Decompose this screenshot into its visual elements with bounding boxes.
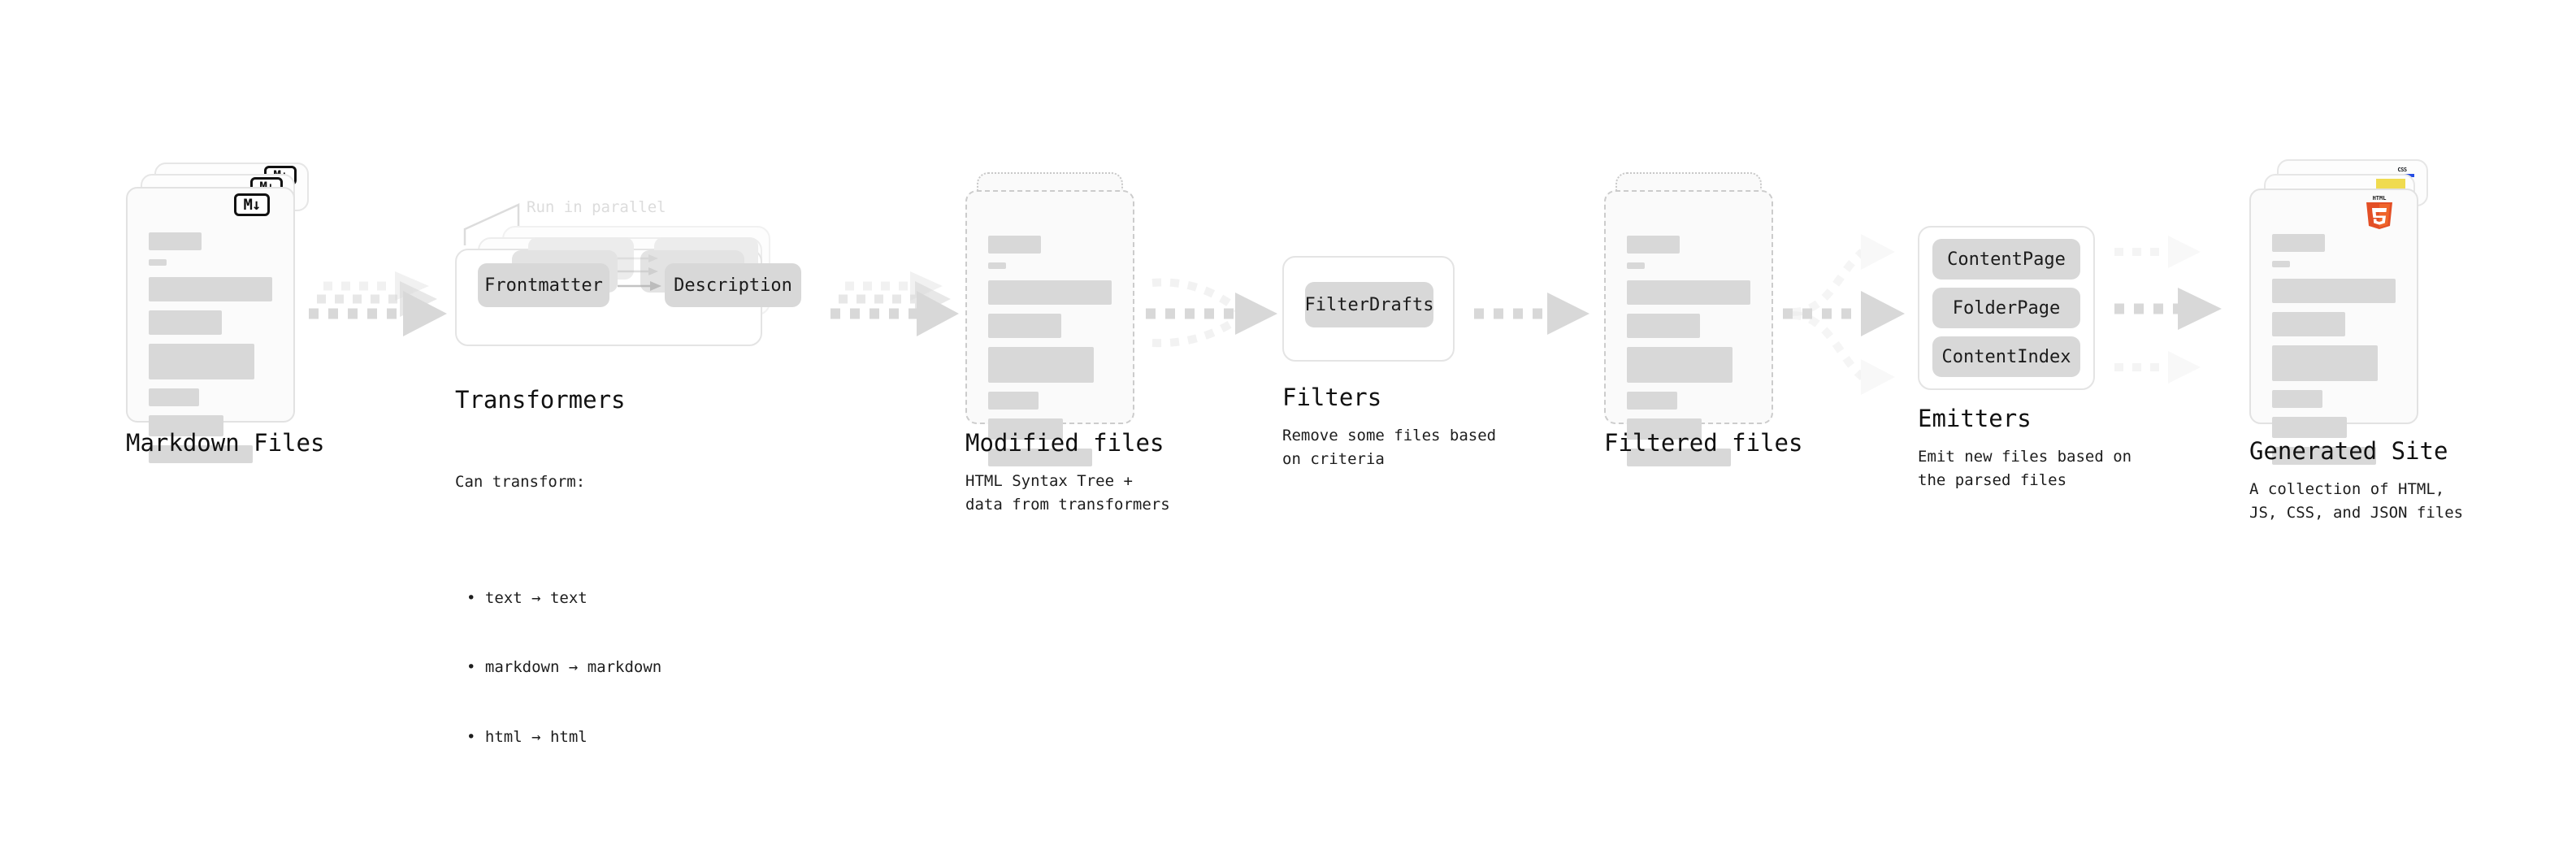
modified-files-description: HTML Syntax Tree + data from transformer… <box>965 472 1170 514</box>
arrow-single-dashed <box>1474 293 1589 335</box>
filtered-files-stack <box>1604 172 1791 466</box>
arrow-triple-dashed-1 <box>309 271 447 336</box>
filters-group: FilterDrafts <box>1282 256 1461 362</box>
site-content-placeholder <box>2272 234 2396 465</box>
modified-files-title: Modified files <box>965 429 1164 457</box>
run-in-parallel-bracket <box>463 203 520 245</box>
flow-transformers-to-modified <box>830 268 969 358</box>
markdown-card-front <box>126 187 295 463</box>
filtered-files-title: Filtered files <box>1604 429 1803 457</box>
modified-card-front <box>965 190 1134 466</box>
arrow-three-parallel <box>2114 236 2222 384</box>
filtered-card-front <box>1604 190 1773 466</box>
arrow-diverging-three <box>1783 234 1905 395</box>
emitters-description: Emit new files based on the parsed files <box>1918 448 2132 489</box>
chip-filterdrafts[interactable]: FilterDrafts <box>1305 282 1433 327</box>
transformers-bullet-2: markdown → markdown <box>466 656 661 679</box>
flow-emitters-to-site <box>2113 229 2243 392</box>
chip-description[interactable]: Description <box>665 263 801 307</box>
flow-modified-to-filters <box>1144 268 1290 358</box>
chip-frontmatter[interactable]: Frontmatter <box>478 263 609 307</box>
transformers-group: Run in parallel Frontmatter <box>455 195 821 358</box>
html5-icon: HTML <box>2363 193 2396 231</box>
emitters-group: ContentPage FolderPage ContentIndex <box>1918 226 2105 390</box>
arrow-converging <box>1146 278 1277 348</box>
transformers-intro: Can transform: <box>455 473 586 491</box>
modified-files-stack <box>965 172 1152 466</box>
markdown-icon: M↓ <box>234 193 270 216</box>
markdown-files-title: Markdown Files <box>126 429 325 457</box>
emitters-title: Emitters <box>1918 405 2032 432</box>
site-card-front-html <box>2249 189 2418 465</box>
run-in-parallel-label: Run in parallel <box>527 198 666 216</box>
diagram-canvas: M↓ M↓ M↓ Markdown Files <box>0 0 2576 681</box>
flow-filters-to-filtered <box>1472 291 1602 340</box>
filtered-content-placeholder <box>1627 236 1750 466</box>
flow-filtered-to-emitters <box>1781 221 1928 408</box>
transformers-description: Can transform: text → text markdown → ma… <box>455 424 661 841</box>
css-icon-label: CSS <box>2397 167 2407 173</box>
transformer-inner-arrows <box>618 254 661 291</box>
modified-content-placeholder <box>988 236 1112 466</box>
flow-markdown-to-transformers <box>307 268 453 358</box>
generated-site-title: Generated Site <box>2249 437 2448 465</box>
transformers-bullet-list: text → text markdown → markdown html → h… <box>455 540 661 795</box>
generated-site-stack: CSS HTML <box>2249 159 2444 465</box>
markdown-content-placeholder <box>149 232 272 463</box>
transformers-bullet-1: text → text <box>466 587 661 610</box>
filters-description: Remove some files based on criteria <box>1282 427 1497 468</box>
generated-site-description: A collection of HTML, JS, CSS, and JSON … <box>2249 480 2464 522</box>
html5-icon-wordmark: HTML <box>2373 195 2387 202</box>
filters-title: Filters <box>1282 384 1382 411</box>
markdown-icon-label: M↓ <box>243 195 262 214</box>
chip-contentpage[interactable]: ContentPage <box>1932 239 2080 280</box>
transformers-bullet-3: html → html <box>466 726 661 749</box>
markdown-files-stack: M↓ M↓ M↓ <box>126 163 313 463</box>
arrow-triple-dashed-2 <box>830 271 959 336</box>
chip-contentindex[interactable]: ContentIndex <box>1932 336 2080 377</box>
transformers-title: Transformers <box>455 386 626 414</box>
chip-folderpage[interactable]: FolderPage <box>1932 288 2080 328</box>
